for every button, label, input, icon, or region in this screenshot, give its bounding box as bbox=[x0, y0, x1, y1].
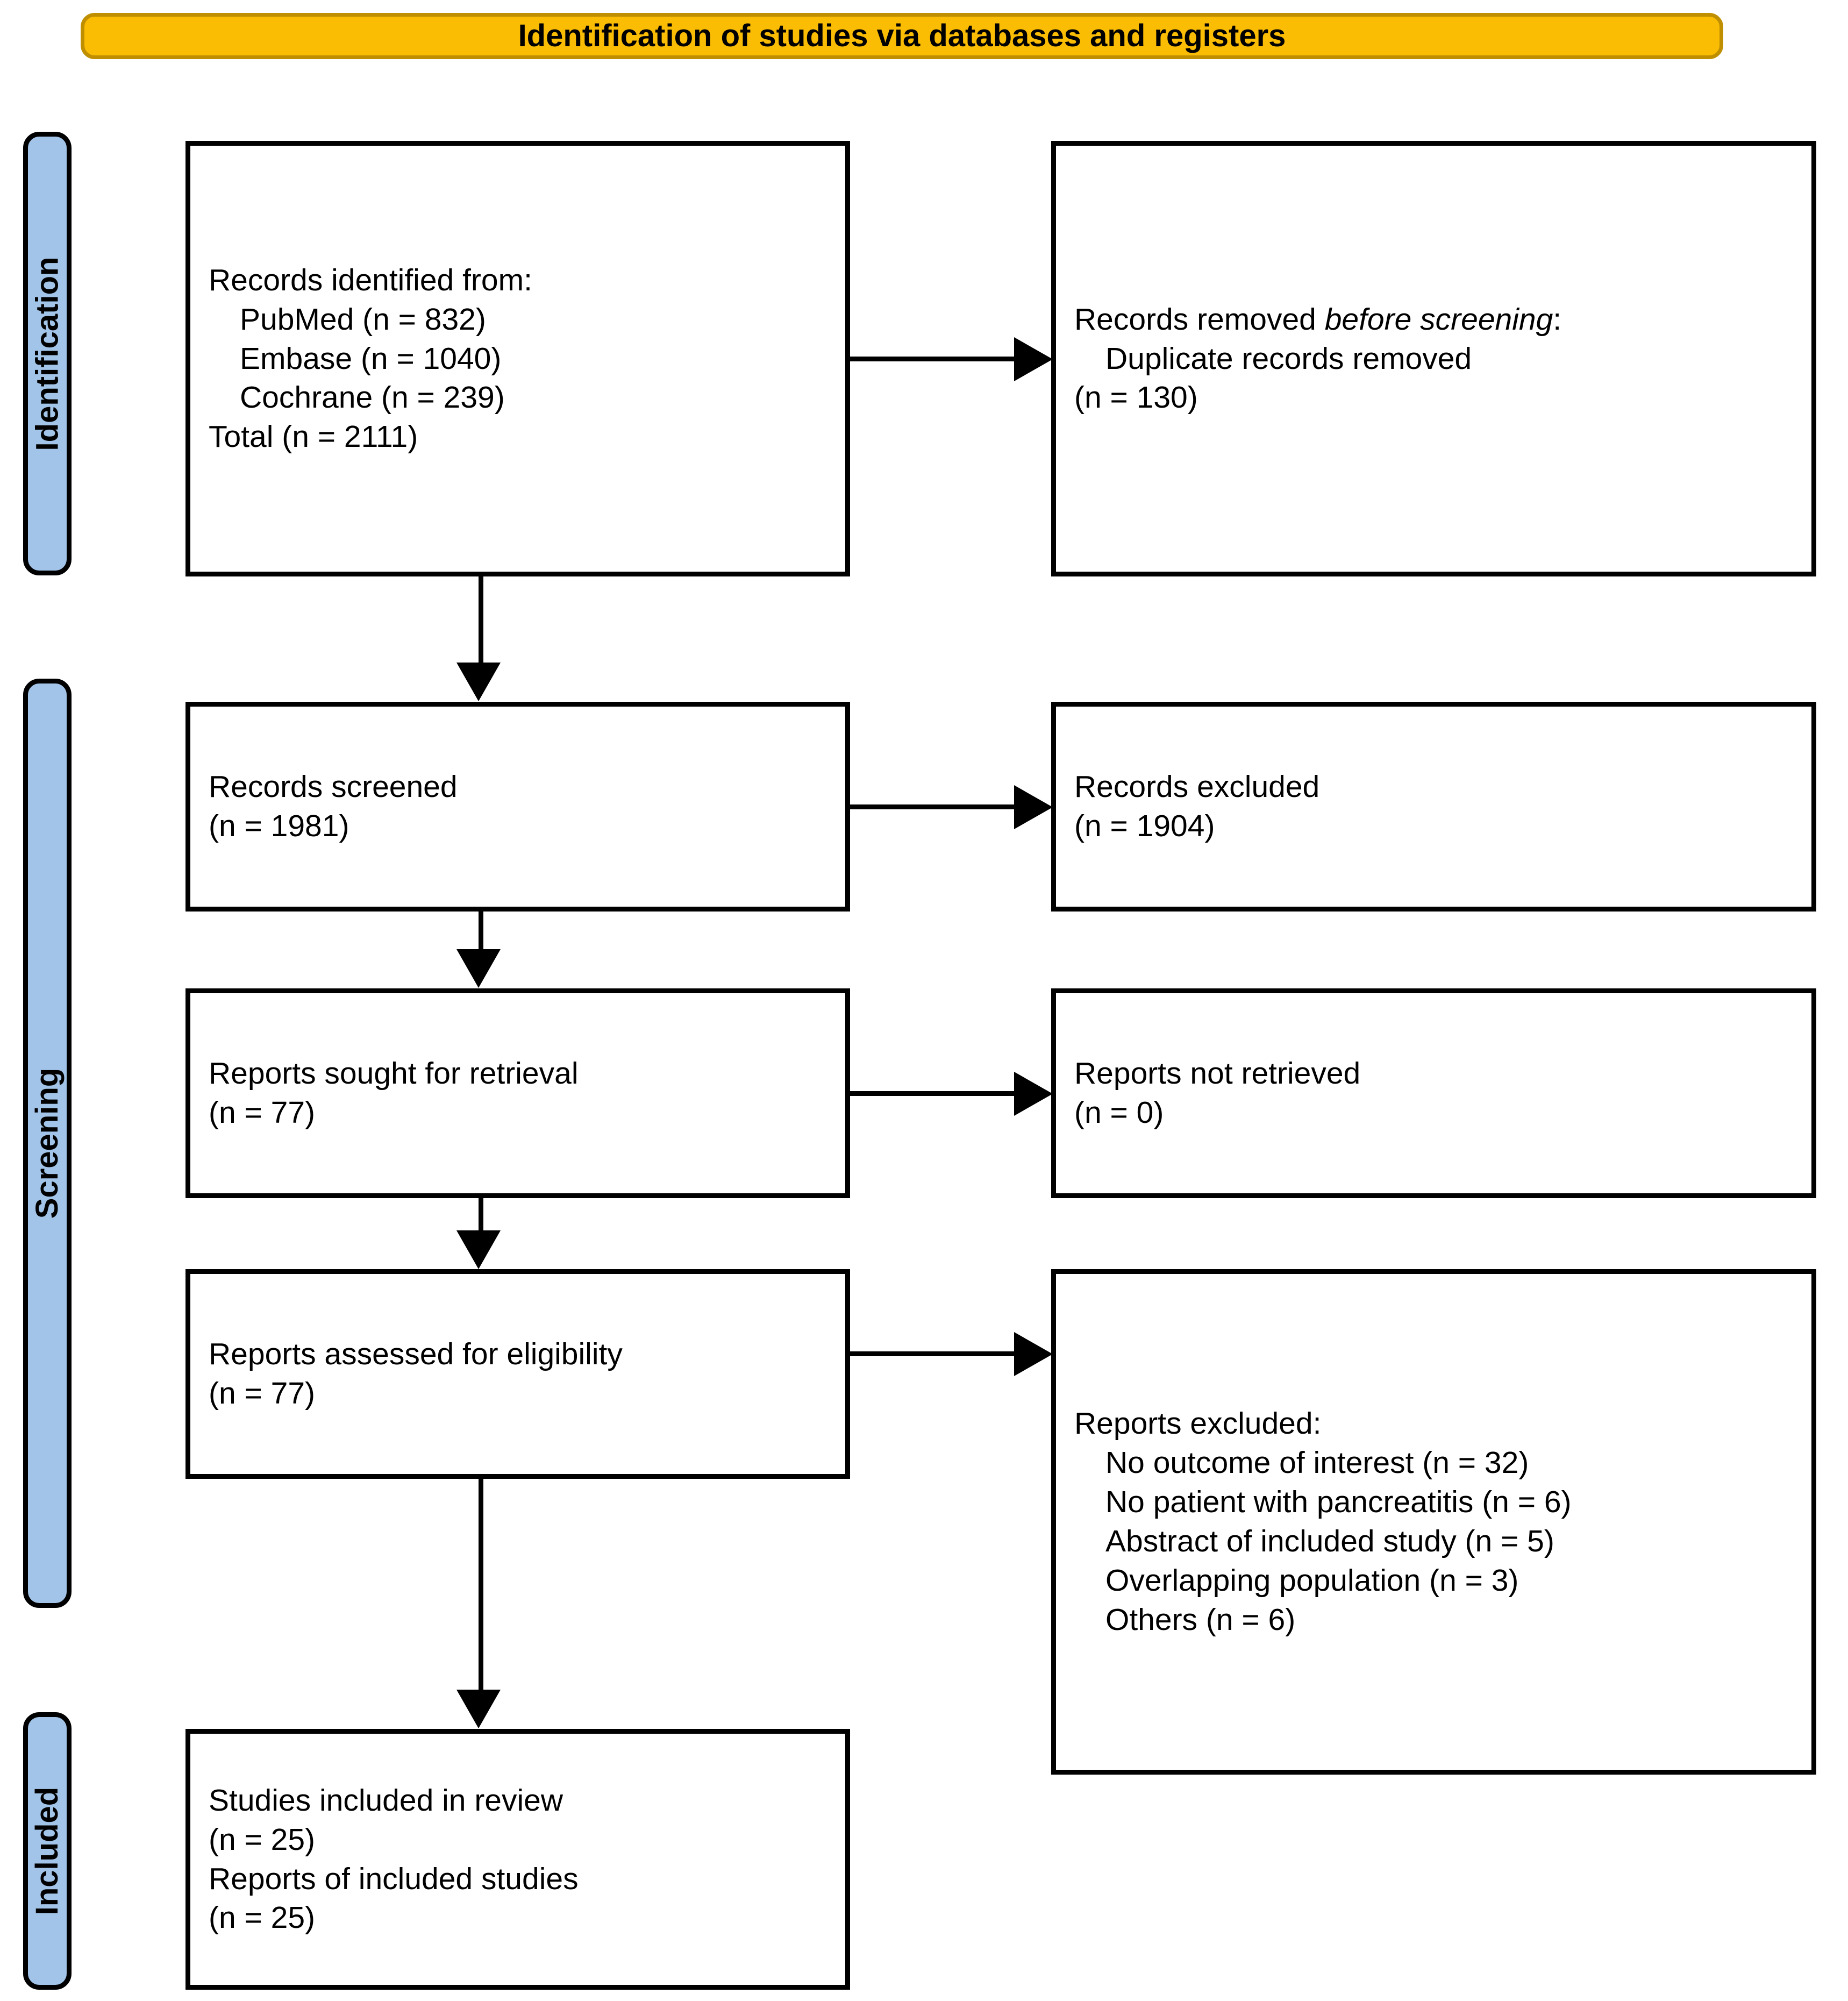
records-removed-heading-suffix: : bbox=[1553, 302, 1562, 337]
arrow-screened-to-sought-head-icon bbox=[456, 949, 501, 988]
reports-excluded-overlapping: Overlapping population (n = 3) bbox=[1105, 1563, 1519, 1598]
arrow-assessed-to-reports-excluded-head-icon bbox=[1014, 1332, 1053, 1376]
box-reports-assessed-for-eligibility: Reports assessed for eligibility (n = 77… bbox=[185, 1269, 850, 1479]
records-identified-embase: Embase (n = 1040) bbox=[240, 341, 502, 376]
stage-tab-included: Included bbox=[23, 1712, 72, 1990]
arrow-identified-to-removed-head-icon bbox=[1014, 337, 1053, 381]
box-reports-not-retrieved: Reports not retrieved (n = 0) bbox=[1051, 988, 1816, 1198]
reports-sought-label: Reports sought for retrieval bbox=[209, 1056, 579, 1091]
reports-assessed-count: (n = 77) bbox=[209, 1376, 316, 1411]
arrow-screened-to-sought-line bbox=[479, 912, 483, 949]
records-excluded-label: Records excluded bbox=[1074, 770, 1320, 804]
studies-included-count: (n = 25) bbox=[209, 1822, 316, 1857]
stage-label-screening: Screening bbox=[30, 1067, 65, 1219]
arrow-assessed-to-reports-excluded-line bbox=[850, 1351, 1014, 1356]
reports-excluded-no-pancreatitis: No patient with pancreatitis (n = 6) bbox=[1105, 1485, 1572, 1520]
arrow-screened-to-excluded-line bbox=[850, 804, 1014, 809]
arrow-identified-to-screened-line bbox=[479, 576, 483, 663]
records-removed-heading-italic: before screening bbox=[1324, 302, 1553, 337]
records-screened-count: (n = 1981) bbox=[209, 809, 349, 843]
arrow-assessed-to-included-head-icon bbox=[456, 1690, 501, 1728]
studies-included-label: Studies included in review bbox=[209, 1783, 563, 1818]
reports-of-included-count: (n = 25) bbox=[209, 1900, 316, 1935]
reports-excluded-heading: Reports excluded: bbox=[1074, 1406, 1322, 1441]
stage-label-included: Included bbox=[30, 1786, 65, 1915]
reports-of-included-label: Reports of included studies bbox=[209, 1861, 579, 1896]
reports-excluded-abstract: Abstract of included study (n = 5) bbox=[1105, 1524, 1554, 1558]
arrow-sought-to-not-retrieved-line bbox=[850, 1091, 1014, 1096]
box-reports-excluded: Reports excluded: No outcome of interest… bbox=[1051, 1269, 1816, 1775]
reports-assessed-label: Reports assessed for eligibility bbox=[209, 1337, 623, 1372]
arrow-assessed-to-included-line bbox=[479, 1479, 483, 1690]
stage-label-identification: Identification bbox=[30, 257, 65, 451]
reports-not-retrieved-count: (n = 0) bbox=[1074, 1095, 1164, 1130]
arrow-screened-to-excluded-head-icon bbox=[1014, 785, 1053, 829]
records-removed-count: (n = 130) bbox=[1074, 380, 1198, 415]
box-records-excluded: Records excluded (n = 1904) bbox=[1051, 702, 1816, 912]
records-screened-label: Records screened bbox=[209, 770, 458, 804]
records-removed-heading: Records removed before screening: bbox=[1074, 300, 1793, 339]
records-removed-duplicates: Duplicate records removed bbox=[1105, 341, 1472, 376]
reports-excluded-no-outcome: No outcome of interest (n = 32) bbox=[1105, 1445, 1529, 1480]
arrow-sought-to-not-retrieved-head-icon bbox=[1014, 1072, 1053, 1116]
box-reports-sought-for-retrieval: Reports sought for retrieval (n = 77) bbox=[185, 988, 850, 1198]
box-records-removed-before-screening: Records removed before screening: Duplic… bbox=[1051, 141, 1816, 576]
arrow-identified-to-removed-line bbox=[850, 357, 1014, 361]
box-studies-included: Studies included in review (n = 25) Repo… bbox=[185, 1729, 850, 1990]
reports-sought-count: (n = 77) bbox=[209, 1095, 316, 1130]
box-records-identified: Records identified from: PubMed (n = 832… bbox=[185, 141, 850, 576]
records-excluded-count: (n = 1904) bbox=[1074, 809, 1215, 843]
reports-excluded-others: Others (n = 6) bbox=[1105, 1602, 1296, 1637]
arrow-sought-to-assessed-line bbox=[479, 1198, 483, 1230]
arrow-identified-to-screened-head-icon bbox=[456, 663, 501, 701]
stage-tab-screening: Screening bbox=[23, 679, 72, 1608]
records-identified-total: Total (n = 2111) bbox=[209, 419, 418, 454]
reports-not-retrieved-label: Reports not retrieved bbox=[1074, 1056, 1361, 1091]
arrow-sought-to-assessed-head-icon bbox=[456, 1230, 501, 1269]
records-removed-heading-prefix: Records removed bbox=[1074, 302, 1325, 337]
header-title: Identification of studies via databases … bbox=[518, 18, 1286, 53]
records-identified-pubmed: PubMed (n = 832) bbox=[240, 302, 486, 337]
stage-tab-identification: Identification bbox=[23, 132, 72, 575]
box-records-screened: Records screened (n = 1981) bbox=[185, 702, 850, 912]
records-identified-heading: Records identified from: bbox=[209, 262, 532, 297]
header-banner: Identification of studies via databases … bbox=[81, 13, 1723, 59]
records-identified-cochrane: Cochrane (n = 239) bbox=[240, 380, 505, 415]
